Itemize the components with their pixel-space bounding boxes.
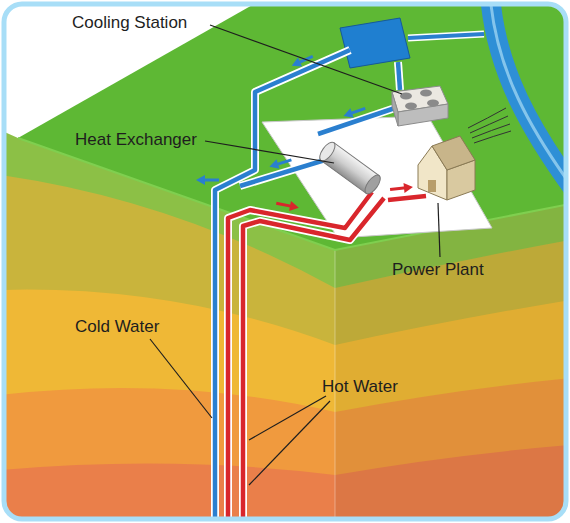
heat-exchanger-tank xyxy=(317,140,383,197)
pipe-outlines xyxy=(215,50,426,519)
part-label: Power Plant xyxy=(392,260,484,280)
river-highlight xyxy=(490,4,566,195)
right-face-shade xyxy=(335,203,566,519)
leader-lines xyxy=(150,25,440,485)
steam-lines xyxy=(468,108,511,143)
water-pond xyxy=(340,18,410,68)
power-plant-building xyxy=(418,136,475,200)
flow-arrows xyxy=(196,52,413,213)
scene-group xyxy=(4,4,566,519)
part-label: Cooling Station xyxy=(72,13,187,33)
pipe-outline xyxy=(408,34,484,38)
part-label: Hot Water xyxy=(322,377,398,397)
part-label: Cold Water xyxy=(75,317,159,337)
picture-frame xyxy=(4,4,566,519)
ground-surface xyxy=(18,4,566,250)
part-label: Heat Exchanger xyxy=(75,130,197,150)
river xyxy=(490,4,566,195)
cooling-station-unit xyxy=(392,86,448,126)
cold-water-pipes xyxy=(215,50,400,519)
hot-water-pipes xyxy=(228,192,426,519)
river-pipe xyxy=(408,34,484,38)
